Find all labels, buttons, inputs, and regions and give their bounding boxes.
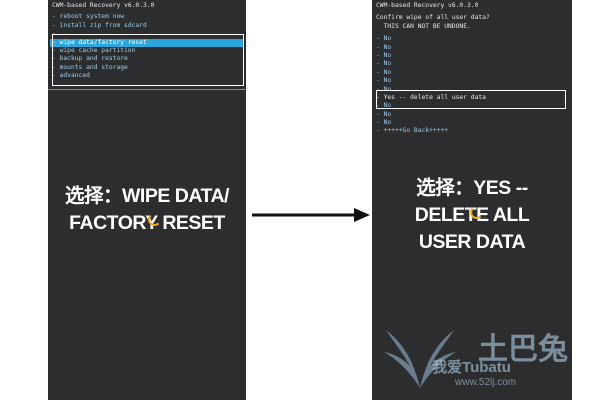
menu-item-install-zip[interactable]: - install zip from sdcard	[52, 21, 147, 29]
caption-left-line1: 选择：WIPE DATA/	[65, 185, 229, 207]
option-no[interactable]: - No	[376, 77, 392, 85]
option-no[interactable]: - No	[376, 51, 392, 59]
menu-item-wipe-cache[interactable]: - wipe cache partition	[52, 46, 136, 54]
option-no[interactable]: - No	[376, 60, 392, 68]
confirm-warning: THIS CAN NOT BE UNDONE.	[376, 22, 471, 30]
highlight-box-left	[52, 34, 244, 86]
recovery-screen-right: CWM-based Recovery v6.0.3.0 Confirm wipe…	[372, 0, 572, 400]
option-no[interactable]: - No	[376, 102, 392, 110]
recovery-screen-left: CWM-based Recovery v6.0.3.0 - reboot sys…	[48, 0, 246, 400]
option-no[interactable]: - No	[376, 110, 392, 118]
watermark-slogan-cn: 我爱	[432, 359, 463, 376]
recovery-confirm-menu: CWM-based Recovery v6.0.3.0 Confirm wipe…	[376, 2, 570, 136]
option-go-back[interactable]: - +++++Go Back+++++	[376, 127, 449, 135]
option-yes-delete[interactable]: - Yes -- delete all user data	[376, 93, 486, 101]
menu-item-blank[interactable]: -	[52, 30, 60, 38]
option-no[interactable]: - No	[376, 35, 392, 43]
caption-left: 选择：WIPE DATA/ FACTORY RESET	[48, 183, 246, 237]
watermark-brand: Tubatu	[462, 359, 511, 376]
option-no[interactable]: - No	[376, 43, 392, 51]
menu-item-advanced[interactable]: - advanced	[52, 72, 90, 80]
recovery-header: CWM-based Recovery v6.0.3.0	[52, 2, 155, 9]
right-arrow-icon	[252, 208, 370, 222]
highlight-box-right	[376, 90, 566, 109]
option-no[interactable]: - No	[376, 85, 392, 93]
loading-spinner-icon	[470, 206, 483, 219]
menu-item-reboot[interactable]: - reboot system now	[52, 13, 125, 21]
caption-left-line2: FACTORY RESET	[69, 212, 225, 234]
menu-item-backup-restore[interactable]: - backup and restore	[52, 55, 128, 63]
recovery-menu-left: CWM-based Recovery v6.0.3.0 - reboot sys…	[50, 2, 244, 81]
wings-logo-icon	[384, 330, 456, 388]
option-no[interactable]: - No	[376, 119, 392, 127]
watermark-site: www.52lj.com	[455, 377, 517, 388]
menu-item-wipe-data[interactable]: - wipe data/factory reset	[50, 38, 244, 47]
recovery-header: CWM-based Recovery v6.0.3.0	[376, 2, 479, 9]
option-no[interactable]: - No	[376, 68, 392, 76]
watermark-logo-text: 土巴兔	[478, 333, 568, 366]
confirm-prompt: Confirm wipe of all user data?	[376, 14, 490, 22]
caption-right-line3: USER DATA	[418, 231, 526, 253]
loading-spinner-icon	[148, 213, 161, 226]
caption-right-line1: 选择：YES --	[416, 177, 528, 199]
divider-line	[48, 89, 246, 90]
menu-item-mounts-storage[interactable]: - mounts and storage	[52, 63, 128, 71]
watermark-slogan: 我爱Tubatu	[432, 356, 511, 377]
